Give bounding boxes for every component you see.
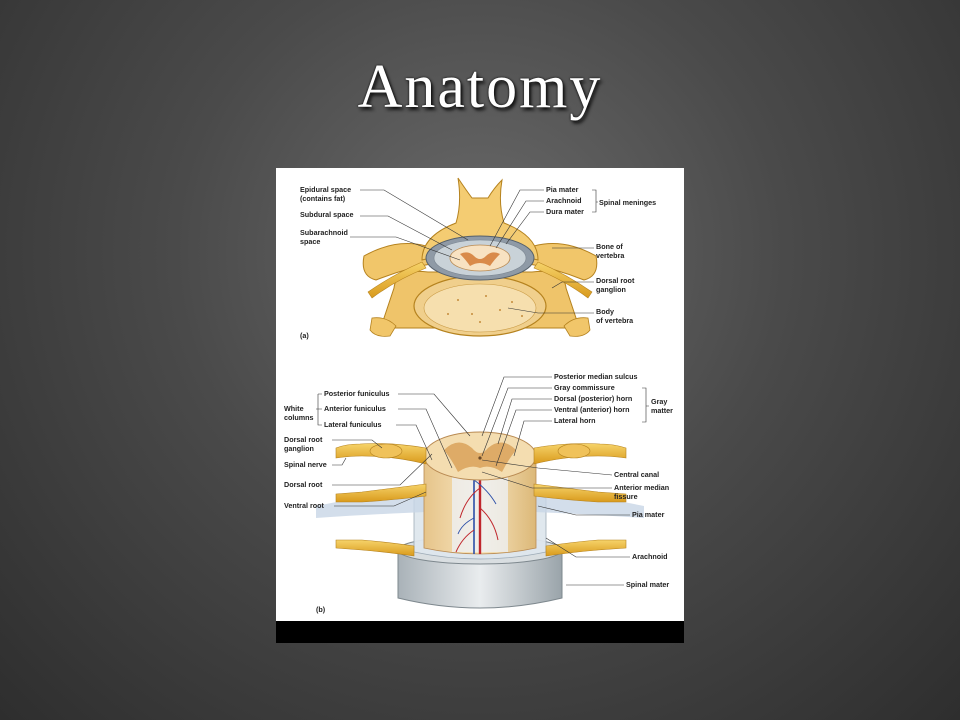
label-posterior-funiculus: Posterior funiculus xyxy=(324,389,390,398)
label-gray-matter-sub: matter xyxy=(651,406,673,415)
label-body-of-vertebra-sub: of vertebra xyxy=(596,316,634,325)
panel-a-leader-lines xyxy=(350,189,598,314)
label-subarachnoid-space: Subarachnoid xyxy=(300,228,348,237)
label-anterior-median-fissure-sub: fissure xyxy=(614,492,638,501)
label-gray-commissure: Gray commissure xyxy=(554,383,615,392)
label-spinal-meninges: Spinal meninges xyxy=(599,198,656,207)
panel-a-letter: (a) xyxy=(300,331,309,340)
label-dorsal-root: Dorsal root xyxy=(284,480,323,489)
label-white-columns: White xyxy=(284,404,304,413)
label-dorsal-horn: Dorsal (posterior) horn xyxy=(554,394,632,403)
label-ventral-root: Ventral root xyxy=(284,501,325,510)
label-spinal-mater: Spinal mater xyxy=(626,580,669,589)
vertebra-cross-section xyxy=(362,177,598,337)
label-a-dura-mater: Dura mater xyxy=(546,207,584,216)
anatomy-figure: Epidural space (contains fat) Subdural s… xyxy=(276,168,684,643)
label-anterior-funiculus: Anterior funiculus xyxy=(324,404,386,413)
label-a-dorsal-root-ganglion-sub: ganglion xyxy=(596,285,626,294)
label-b-dorsal-root-ganglion-sub: ganglion xyxy=(284,444,314,453)
slide-title: Anatomy xyxy=(357,53,603,121)
label-lateral-funiculus: Lateral funiculus xyxy=(324,420,382,429)
label-epidural-space-sub: (contains fat) xyxy=(300,194,346,203)
label-subdural-space: Subdural space xyxy=(300,210,354,219)
label-b-arachnoid: Arachnoid xyxy=(632,552,668,561)
label-posterior-median-sulcus: Posterior median sulcus xyxy=(554,372,637,381)
panel-a-labels: Epidural space (contains fat) Subdural s… xyxy=(300,185,656,340)
label-subarachnoid-space-sub: space xyxy=(300,237,320,246)
label-body-of-vertebra: Body xyxy=(596,307,614,316)
label-white-columns-sub: columns xyxy=(284,413,314,422)
label-spinal-nerve: Spinal nerve xyxy=(284,460,327,469)
label-a-dorsal-root-ganglion: Dorsal root xyxy=(596,276,635,285)
label-gray-matter: Gray xyxy=(651,397,667,406)
label-b-dorsal-root-ganglion: Dorsal root xyxy=(284,435,323,444)
label-bone-of-vertebra: Bone of xyxy=(596,242,623,251)
panel-b-labels: White columns Posterior funiculus Anteri… xyxy=(284,372,673,614)
label-b-pia-mater: Pia mater xyxy=(632,510,665,519)
label-central-canal: Central canal xyxy=(614,470,659,479)
label-a-pia-mater: Pia mater xyxy=(546,185,579,194)
panel-b-leader-lines xyxy=(316,376,649,586)
label-anterior-median-fissure: Anterior median xyxy=(614,483,669,492)
label-bone-of-vertebra-sub: vertebra xyxy=(596,251,625,260)
label-ventral-horn: Ventral (anterior) horn xyxy=(554,405,629,414)
label-epidural-space: Epidural space xyxy=(300,185,351,194)
label-a-arachnoid: Arachnoid xyxy=(546,196,582,205)
label-lateral-horn: Lateral horn xyxy=(554,416,596,425)
spinal-cord-diagram: Epidural space (contains fat) Subdural s… xyxy=(276,168,684,621)
panel-b-letter: (b) xyxy=(316,605,326,614)
spinal-cord-3d xyxy=(316,431,644,609)
